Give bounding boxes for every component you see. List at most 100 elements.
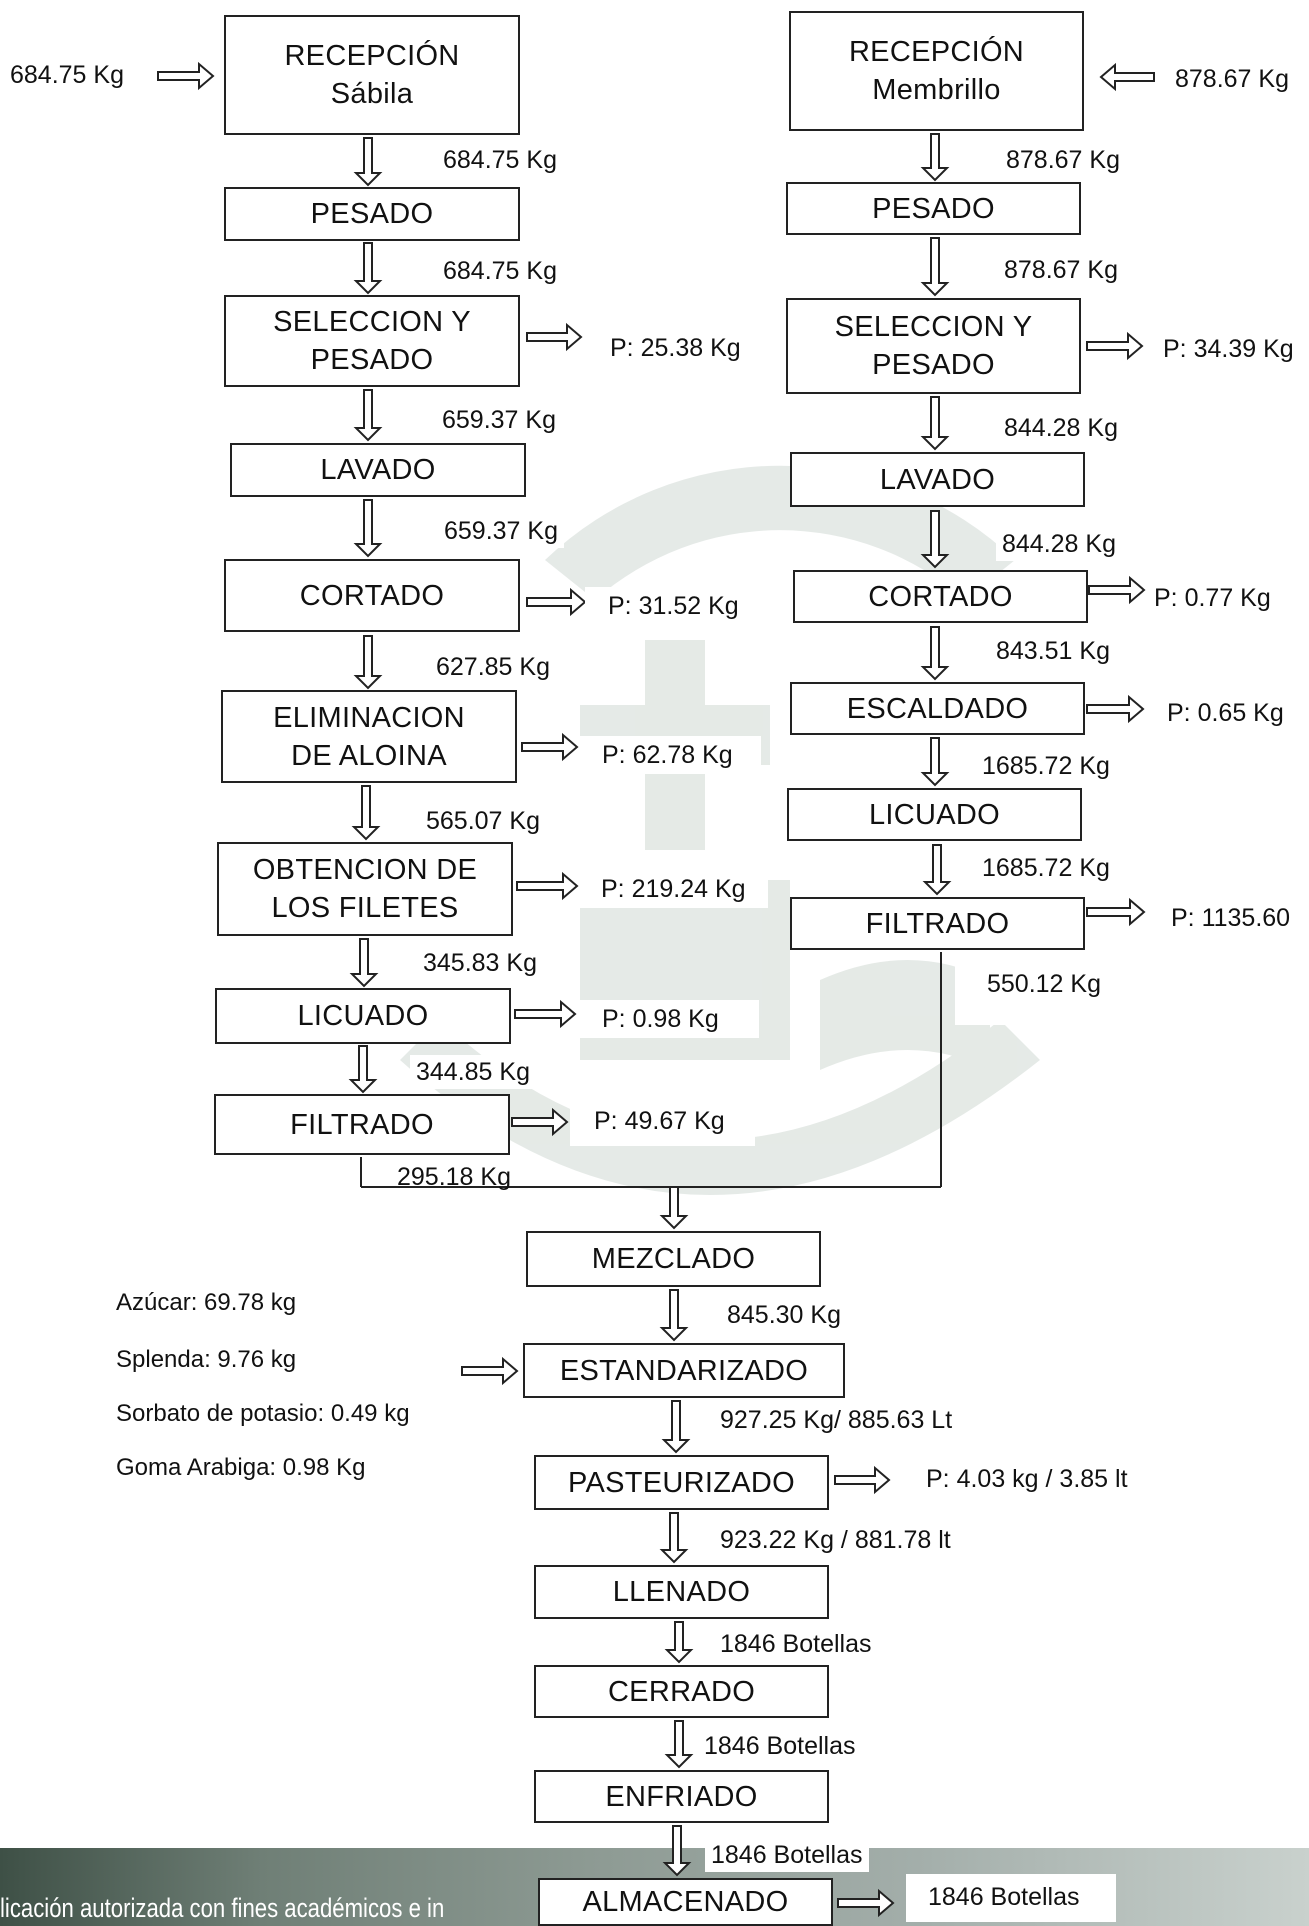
- right-loss-escaldado: P: 0.65 Kg: [1161, 696, 1290, 730]
- left-flow-8: 344.85 Kg: [410, 1055, 536, 1089]
- down-arrow: [353, 389, 383, 442]
- right-arrow: [526, 587, 587, 617]
- step-enfriado: ENFRIADO: [534, 1770, 829, 1823]
- step-pasteurizado: PASTEURIZADO: [534, 1455, 829, 1510]
- left-loss-filtrado: P: 49.67 Kg: [570, 1096, 755, 1146]
- right-arrow: [1086, 331, 1144, 361]
- down-arrow: [920, 133, 950, 182]
- step-line-1: SELECCION Y: [273, 306, 471, 338]
- down-arrow: [659, 1289, 689, 1342]
- right-flow-7: 1685.72 Kg: [976, 851, 1116, 885]
- center-flow-3: 923.22 Kg / 881.78 lt: [714, 1523, 957, 1557]
- step-pesado-left: PESADO: [224, 187, 520, 241]
- down-arrow: [659, 1512, 689, 1564]
- left-flow-5: 627.85 Kg: [430, 650, 556, 684]
- step-line-2: Membrillo: [872, 74, 1001, 106]
- down-arrow: [664, 1720, 694, 1769]
- left-flow-6: 565.07 Kg: [420, 804, 546, 838]
- step-lavado-left: LAVADO: [230, 443, 526, 497]
- right-flow-6: 1685.72 Kg: [976, 749, 1116, 783]
- left-loss-obtencion: P: 219.24 Kg: [580, 870, 768, 908]
- ingredient-azucar: Azúcar: 69.78 kg: [116, 1289, 297, 1316]
- down-arrow: [664, 1621, 694, 1664]
- step-cortado-left: CORTADO: [224, 559, 520, 632]
- left-loss-licuado: P: 0.98 Kg: [580, 1000, 759, 1038]
- right-arrow: [526, 322, 583, 352]
- right-loss-cortado: P: 0.77 Kg: [1148, 581, 1277, 615]
- step-recepcion-membrillo: RECEPCIÓN Membrillo: [789, 11, 1084, 131]
- left-flow-9: 295.18 Kg: [397, 1163, 511, 1191]
- step-llenado: LLENADO: [534, 1565, 829, 1619]
- center-final-output: 1846 Botellas: [906, 1874, 1116, 1922]
- step-mezclado: MEZCLADO: [526, 1231, 821, 1287]
- right-arrow: [461, 1356, 519, 1386]
- down-arrow: [353, 242, 383, 295]
- right-flow-2: 878.67 Kg: [998, 253, 1124, 287]
- down-arrow: [661, 1400, 691, 1454]
- down-arrow: [349, 938, 379, 988]
- footer-text: licación autorizada con fines académicos…: [0, 1893, 445, 1923]
- step-line-1: RECEPCIÓN: [284, 40, 460, 72]
- right-arrow: [1088, 575, 1146, 605]
- step-almacenado: ALMACENADO: [538, 1878, 833, 1926]
- ingredient-sorbato: Sorbato de potasio: 0.49 kg: [116, 1400, 410, 1427]
- down-arrow: [662, 1825, 692, 1877]
- left-loss-seleccion: P: 25.38 Kg: [604, 331, 747, 365]
- right-arrow: [837, 1888, 895, 1918]
- step-filtrado-left: FILTRADO: [214, 1094, 510, 1155]
- right-loss-seleccion: P: 34.39 Kg: [1157, 332, 1300, 366]
- right-arrow: [516, 871, 579, 901]
- left-flow-7: 345.83 Kg: [417, 946, 543, 980]
- down-arrow: [920, 396, 950, 451]
- step-line-2: PESADO: [872, 349, 995, 381]
- right-flow-8: 550.12 Kg: [955, 966, 1145, 1025]
- left-flow-4: 659.37 Kg: [438, 514, 564, 548]
- right-arrow: [157, 61, 215, 91]
- step-line-1: ELIMINACION: [273, 701, 465, 734]
- left-input-label: 684.75 Kg: [4, 58, 130, 92]
- left-flow-2: 684.75 Kg: [437, 254, 563, 288]
- right-flow-4: 844.28 Kg: [996, 527, 1122, 561]
- right-arrow: [1086, 897, 1146, 927]
- down-arrow: [353, 137, 383, 187]
- down-arrow: [920, 237, 950, 297]
- step-lavado-right: LAVADO: [790, 452, 1085, 507]
- step-recepcion-sabila: RECEPCIÓN Sábila: [224, 15, 520, 135]
- left-flow-1: 684.75 Kg: [437, 143, 563, 177]
- step-licuado-left: LICUADO: [215, 988, 511, 1044]
- step-escaldado: ESCALDADO: [790, 682, 1085, 735]
- right-arrow: [521, 732, 579, 762]
- center-flow-5: 1846 Botellas: [698, 1729, 862, 1763]
- right-arrow: [834, 1465, 891, 1495]
- down-arrow: [920, 626, 950, 681]
- down-arrow: [922, 844, 952, 896]
- step-cerrado: CERRADO: [534, 1665, 829, 1718]
- step-estandarizado: ESTANDARIZADO: [523, 1343, 845, 1398]
- right-arrow: [511, 1107, 569, 1137]
- right-arrow: [514, 999, 577, 1029]
- step-filtrado-right: FILTRADO: [790, 897, 1085, 950]
- center-flow-1: 845.30 Kg: [721, 1298, 847, 1332]
- step-line-2: Sábila: [330, 78, 414, 110]
- right-arrow: [1086, 694, 1145, 724]
- step-line-2: PESADO: [310, 344, 434, 376]
- left-loss-eliminacion: P: 62.78 Kg: [580, 736, 761, 774]
- center-loss-pasteurizado: P: 4.03 kg / 3.85 lt: [920, 1462, 1134, 1496]
- down-arrow: [659, 1186, 689, 1230]
- down-arrow: [353, 635, 383, 690]
- down-arrow: [348, 1045, 378, 1094]
- step-licuado-right: LICUADO: [787, 788, 1082, 841]
- step-line-1: OBTENCION DE: [252, 854, 478, 886]
- down-arrow: [351, 785, 381, 841]
- down-arrow: [353, 499, 383, 558]
- left-flow-3: 659.37 Kg: [436, 403, 562, 437]
- step-line-1: RECEPCIÓN: [848, 36, 1025, 68]
- down-arrow: [920, 510, 950, 569]
- right-input-label: 878.67 Kg: [1169, 62, 1295, 96]
- center-flow-2: 927.25 Kg/ 885.63 Lt: [714, 1403, 959, 1437]
- step-line-2: LOS FILETES: [271, 892, 459, 924]
- center-flow-6: 1846 Botellas: [705, 1838, 869, 1872]
